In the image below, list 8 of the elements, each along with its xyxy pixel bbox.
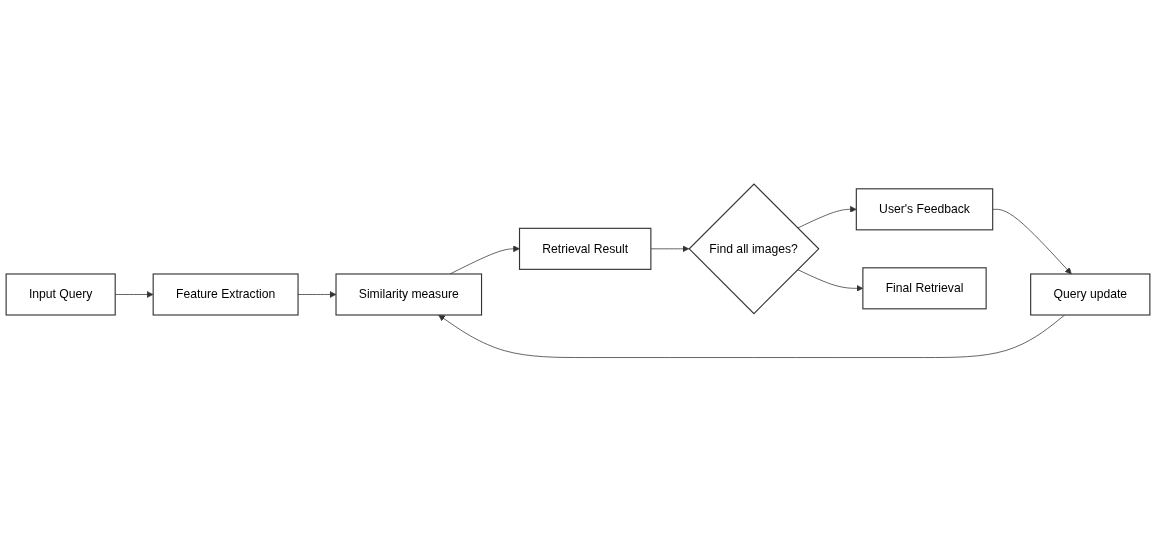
node-box: User's Feedback — [855, 187, 994, 231]
node-diamond: Find all images? — [688, 182, 820, 315]
node-box: Query update — [1030, 273, 1151, 316]
node-box: Similarity measure — [335, 273, 483, 316]
node-box: Final Retrieval — [862, 266, 987, 310]
node-box: Retrieval Result — [518, 227, 652, 270]
node-box: Input Query — [5, 273, 116, 316]
node-box: Feature Extraction — [152, 273, 299, 316]
